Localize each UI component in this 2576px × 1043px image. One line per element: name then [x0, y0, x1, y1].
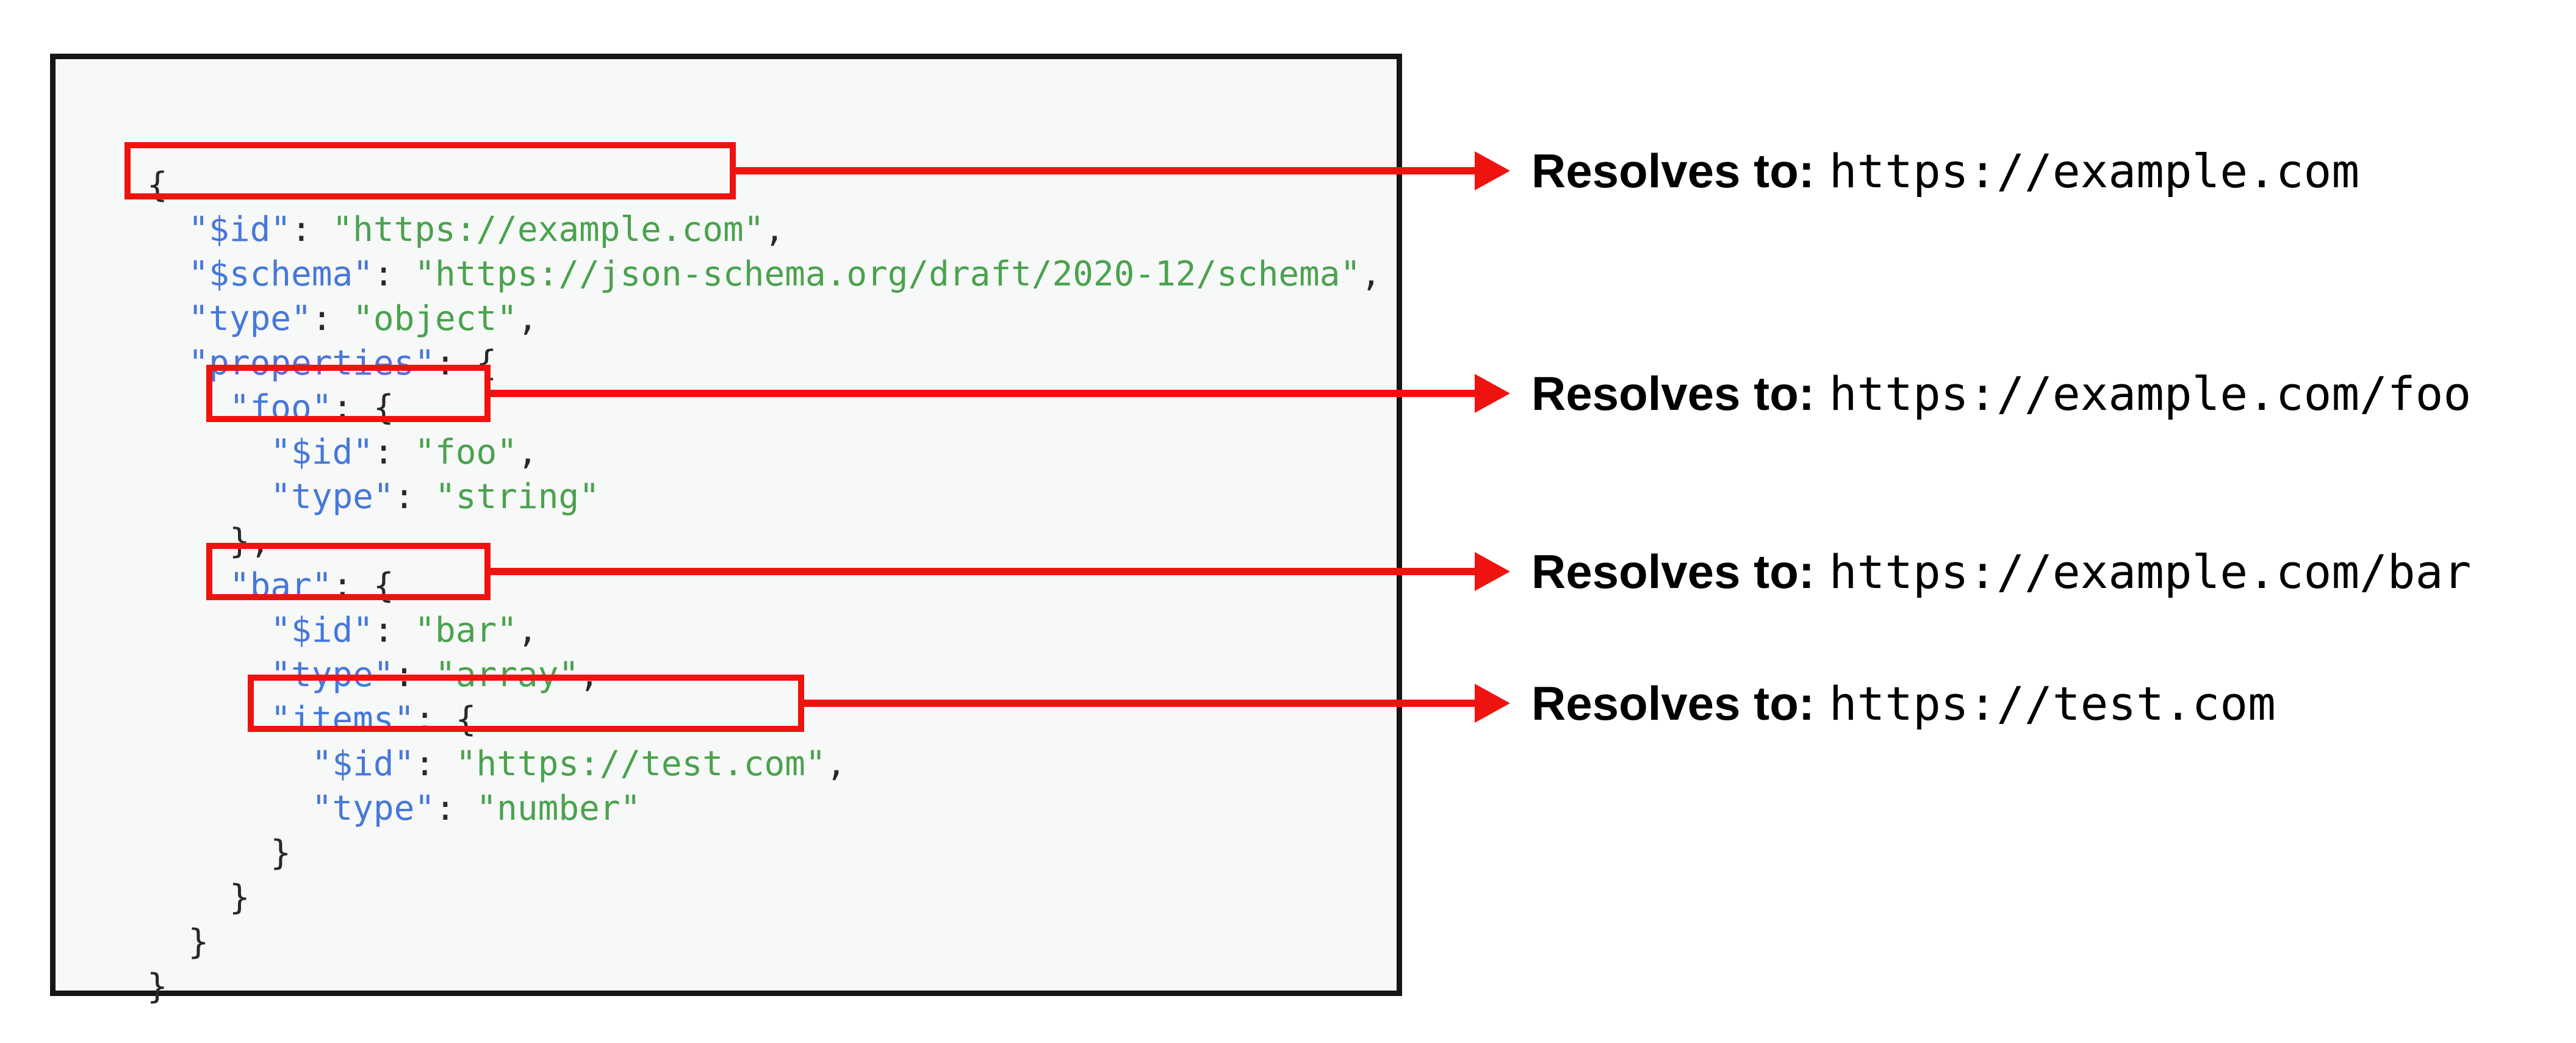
- arrow-shaft: [489, 568, 1480, 575]
- code-lines: { "$id": "https://example.com", "$schema…: [147, 163, 1381, 1009]
- code-line: "$id": "https://example.com",: [147, 207, 1381, 252]
- arrow-shaft: [803, 700, 1480, 707]
- string-token: "https://test.com": [455, 744, 826, 784]
- punctuation-token: :: [373, 432, 415, 472]
- string-token: "string": [435, 477, 600, 517]
- resolved-url: https://example.com/bar: [1829, 544, 2472, 599]
- annotation-row-4: Resolves to: https://test.com: [1531, 669, 2276, 737]
- code-line: },: [147, 519, 1381, 564]
- code-line: "$id": "foo",: [147, 430, 1381, 475]
- punctuation-token: [147, 744, 312, 784]
- key-token: "$schema": [188, 254, 373, 294]
- punctuation-token: }: [147, 878, 250, 917]
- arrowhead-icon: [1475, 374, 1510, 413]
- resolves-to-label: Resolves to:: [1531, 676, 1815, 730]
- code-line: "items": {: [147, 697, 1381, 742]
- punctuation-token: }: [147, 922, 209, 962]
- punctuation-token: ,: [517, 299, 538, 339]
- annotation-row-2: Resolves to: https://example.com/foo: [1531, 359, 2471, 428]
- key-token: "items": [270, 700, 415, 739]
- resolved-url: https://example.com/foo: [1829, 366, 2472, 421]
- code-line: "properties": {: [147, 341, 1381, 385]
- punctuation-token: [147, 254, 188, 294]
- arrow-shaft: [489, 390, 1480, 397]
- string-token: "number": [476, 789, 641, 828]
- arrow-1: [735, 151, 1510, 190]
- resolved-url: https://example.com: [1829, 143, 2360, 198]
- code-line: "type": "string": [147, 475, 1381, 519]
- arrow-shaft: [735, 167, 1480, 174]
- key-token: "type": [188, 299, 312, 339]
- highlight-box-2: [206, 365, 491, 422]
- punctuation-token: ,: [517, 432, 538, 472]
- arrowhead-icon: [1475, 552, 1510, 591]
- string-token: "https://example.com": [332, 210, 765, 249]
- string-token: "foo": [414, 432, 517, 472]
- key-token: "$id": [188, 210, 292, 249]
- json-code-block: { "$id": "https://example.com", "$schema…: [50, 54, 1402, 1006]
- punctuation-token: [147, 432, 270, 472]
- punctuation-token: },: [147, 522, 271, 561]
- punctuation-token: : {: [435, 343, 497, 383]
- code-line: "$schema": "https://json-schema.org/draf…: [147, 252, 1381, 296]
- resolves-to-label: Resolves to:: [1531, 366, 1815, 420]
- key-token: "$id": [311, 744, 415, 784]
- punctuation-token: :: [373, 254, 415, 294]
- arrowhead-icon: [1475, 151, 1510, 190]
- punctuation-token: :: [435, 789, 477, 828]
- annotation-row-3: Resolves to: https://example.com/bar: [1531, 537, 2471, 606]
- code-line: }: [147, 831, 1381, 875]
- string-token: "bar": [414, 611, 517, 650]
- punctuation-token: [147, 789, 312, 828]
- key-token: "$id": [270, 432, 373, 472]
- code-line: }: [147, 964, 1381, 1009]
- highlight-box-4: [248, 675, 804, 732]
- punctuation-token: ,: [764, 210, 785, 249]
- key-token: "type": [311, 789, 436, 828]
- punctuation-token: [147, 477, 270, 517]
- resolved-url: https://test.com: [1829, 676, 2276, 731]
- punctuation-token: :: [394, 477, 436, 517]
- arrow-4: [803, 684, 1510, 723]
- punctuation-token: ,: [517, 611, 538, 650]
- punctuation-token: :: [414, 744, 456, 784]
- key-token: "$id": [270, 611, 373, 650]
- punctuation-token: ,: [826, 744, 847, 784]
- punctuation-token: }: [147, 967, 168, 1006]
- key-token: "properties": [188, 343, 436, 383]
- punctuation-token: [147, 210, 188, 249]
- code-line: "type": "object",: [147, 296, 1381, 341]
- punctuation-token: [147, 343, 188, 383]
- annotation-row-1: Resolves to: https://example.com: [1531, 137, 2359, 205]
- code-line: }: [147, 875, 1381, 920]
- highlight-box-3: [206, 543, 491, 600]
- string-token: "object": [353, 299, 517, 339]
- code-line: }: [147, 920, 1381, 964]
- punctuation-token: :: [291, 210, 333, 249]
- punctuation-token: : {: [414, 700, 477, 739]
- arrow-2: [489, 374, 1510, 413]
- highlight-box-1: [124, 142, 736, 199]
- code-line: "type": "number": [147, 786, 1381, 831]
- arrow-3: [489, 552, 1510, 591]
- string-token: "https://json-schema.org/draft/2020-12/s…: [414, 254, 1361, 294]
- resolves-to-label: Resolves to:: [1531, 544, 1815, 598]
- punctuation-token: :: [373, 611, 415, 650]
- code-line: "$id": "bar",: [147, 608, 1381, 653]
- punctuation-token: [147, 611, 270, 650]
- punctuation-token: :: [311, 299, 353, 339]
- punctuation-token: [147, 299, 188, 339]
- arrowhead-icon: [1475, 684, 1510, 723]
- key-token: "type": [270, 477, 394, 517]
- resolves-to-label: Resolves to:: [1531, 143, 1815, 198]
- punctuation-token: ,: [1361, 254, 1381, 294]
- code-line: "$id": "https://test.com",: [147, 742, 1381, 786]
- punctuation-token: }: [147, 833, 292, 873]
